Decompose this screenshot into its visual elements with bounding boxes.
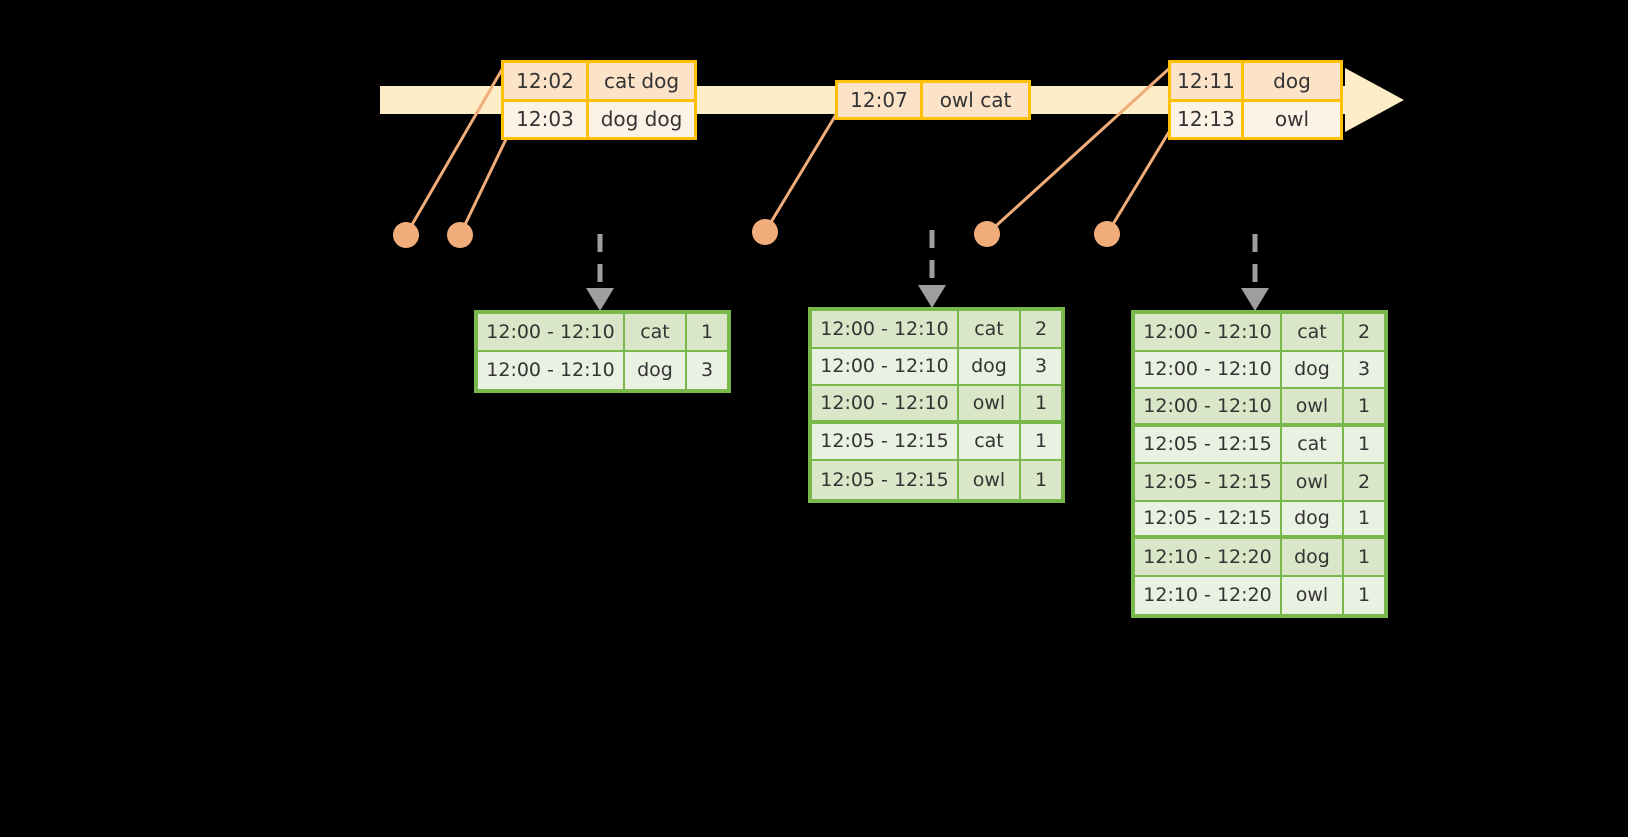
table-cell-window: 12:05 - 12:15 <box>1135 501 1282 539</box>
table-cell-window: 12:05 - 12:15 <box>812 423 959 461</box>
table-cell-key: owl <box>1282 464 1344 502</box>
table-cell-key: owl <box>1282 576 1344 614</box>
event-words: owl <box>1244 101 1340 137</box>
table-cell-key: cat <box>625 314 687 352</box>
table-cell-window: 12:00 - 12:10 <box>1135 351 1282 389</box>
connector-dot-4 <box>974 221 1000 247</box>
table-cell-key: owl <box>959 461 1021 499</box>
event-row[interactable]: 12:07 owl cat <box>838 83 1028 117</box>
table-cell-count: 1 <box>1344 389 1384 427</box>
flow-arrowhead-1 <box>586 288 614 311</box>
table-cell-count: 1 <box>1021 461 1061 499</box>
table-cell-key: dog <box>1282 539 1344 577</box>
table-cell-key: dog <box>1282 501 1344 539</box>
event-row[interactable]: 12:11 dog <box>1171 63 1340 99</box>
event-group-3[interactable]: 12:11 dog 12:13 owl <box>1168 60 1343 140</box>
table-cell-window: 12:00 - 12:10 <box>1135 314 1282 352</box>
table-cell-key: dog <box>1282 351 1344 389</box>
table-cell-count: 2 <box>1021 311 1061 349</box>
table-cell-window: 12:10 - 12:20 <box>1135 576 1282 614</box>
table-cell-count: 1 <box>1021 386 1061 424</box>
table-cell-key: owl <box>1282 389 1344 427</box>
table-cell-key: cat <box>959 311 1021 349</box>
event-time: 12:13 <box>1171 101 1244 137</box>
event-group-1[interactable]: 12:02 cat dog 12:03 dog dog <box>501 60 697 140</box>
connector-dot-1 <box>393 222 419 248</box>
table-cell-window: 12:00 - 12:10 <box>812 348 959 386</box>
table-cell-key: dog <box>959 348 1021 386</box>
table-cell-key: dog <box>625 351 687 389</box>
connector-dot-2 <box>447 222 473 248</box>
table-cell-window: 12:00 - 12:10 <box>812 311 959 349</box>
table-cell-window: 12:10 - 12:20 <box>1135 539 1282 577</box>
table-cell-window: 12:00 - 12:10 <box>478 351 625 389</box>
table-cell-count: 3 <box>687 351 727 389</box>
event-time: 12:03 <box>504 101 589 137</box>
event-time: 12:11 <box>1171 63 1244 99</box>
event-time: 12:02 <box>504 63 589 99</box>
table-cell-key: cat <box>1282 426 1344 464</box>
event-words: dog <box>1244 63 1340 99</box>
table-cell-window: 12:05 - 12:15 <box>1135 464 1282 502</box>
event-row[interactable]: 12:13 owl <box>1171 98 1340 137</box>
table-cell-window: 12:05 - 12:15 <box>1135 426 1282 464</box>
table-cell-count: 2 <box>1344 464 1384 502</box>
table-cell-count: 1 <box>1021 423 1061 461</box>
event-group-2[interactable]: 12:07 owl cat <box>835 80 1031 120</box>
table-cell-window: 12:00 - 12:10 <box>1135 389 1282 427</box>
event-time: 12:07 <box>838 83 923 117</box>
table-cell-key: owl <box>959 386 1021 424</box>
table-cell-count: 1 <box>1344 501 1384 539</box>
table-cell-key: cat <box>959 423 1021 461</box>
table-cell-window: 12:00 - 12:10 <box>812 386 959 424</box>
table-cell-key: cat <box>1282 314 1344 352</box>
table-cell-count: 1 <box>1344 426 1384 464</box>
table-cell-count: 1 <box>1344 576 1384 614</box>
table-cell-count: 2 <box>1344 314 1384 352</box>
event-words: owl cat <box>923 83 1028 117</box>
table-cell-count: 3 <box>1344 351 1384 389</box>
table-cell-count: 3 <box>1021 348 1061 386</box>
table-cell-window: 12:05 - 12:15 <box>812 461 959 499</box>
table-cell-count: 1 <box>687 314 727 352</box>
event-row[interactable]: 12:03 dog dog <box>504 98 694 137</box>
table-cell-window: 12:00 - 12:10 <box>478 314 625 352</box>
connector-dot-5 <box>1094 221 1120 247</box>
connector-dot-3 <box>752 219 778 245</box>
event-row[interactable]: 12:02 cat dog <box>504 63 694 99</box>
flow-arrowhead-3 <box>1241 288 1269 311</box>
table-cell-count: 1 <box>1344 539 1384 577</box>
event-words: dog dog <box>589 101 694 137</box>
event-words: cat dog <box>589 63 694 99</box>
flow-arrowhead-2 <box>918 285 946 308</box>
